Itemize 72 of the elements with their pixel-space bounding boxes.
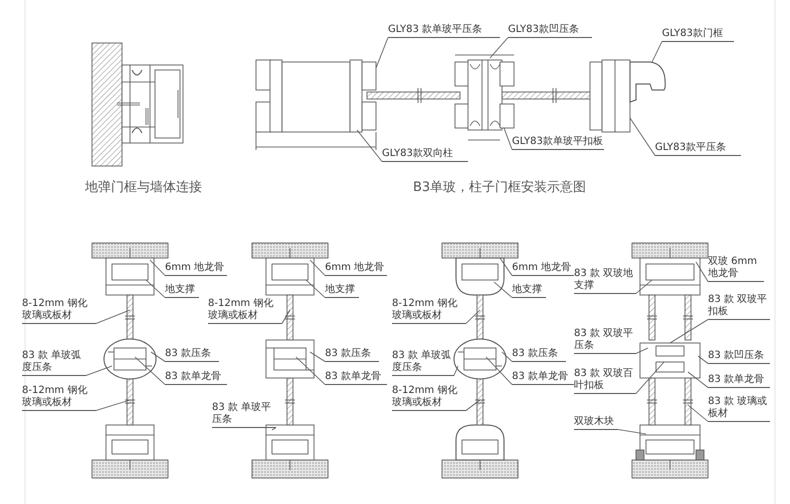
callout-label: 83 款单龙骨 [708, 374, 770, 388]
leader-line [670, 319, 708, 344]
callout-label: 83 款压条 [165, 348, 219, 362]
leader-line [636, 348, 648, 354]
callout-label: GLY83款单玻平扣板 [512, 136, 604, 150]
leader-line [296, 356, 326, 385]
callout-label: 83 款 单玻平压条 [212, 402, 276, 428]
callout-label: 83 款压条 [512, 348, 566, 362]
callout-label: 地支撑 [325, 284, 359, 298]
leader-line [618, 429, 646, 434]
leader-line [272, 427, 276, 430]
leader-line [698, 356, 708, 364]
leader-line [96, 400, 130, 411]
leader-line [486, 356, 512, 385]
leader-line [490, 37, 508, 58]
leader-line [494, 282, 512, 298]
leader-line [500, 258, 512, 276]
leader-line [96, 310, 130, 324]
leader-line [306, 280, 326, 298]
leader-line [466, 310, 480, 324]
leader-line [630, 118, 656, 156]
leader-line [356, 130, 382, 162]
callout-label: 8-12mm 钢化玻璃或板材 [392, 385, 466, 411]
callout-label: 地支撑 [165, 284, 199, 298]
callout-label: 8-12mm 钢化玻璃或板材 [22, 298, 96, 324]
callout-label: GLY83款门框 [662, 28, 734, 42]
leader-line [652, 41, 662, 62]
callout-label: 6mm 地龙骨 [165, 262, 227, 276]
leader-line [504, 128, 512, 150]
callout-label: 双玻木块 [574, 416, 618, 430]
callout-label: 8-12mm 钢化玻璃或板材 [208, 298, 282, 324]
callout-label: 83 款凹压条 [708, 350, 770, 364]
callout-label: 83 款压条 [325, 348, 379, 362]
leader-line [146, 280, 166, 298]
callout-label: 6mm 地龙骨 [325, 262, 387, 276]
callout-label: 83 款 双玻平扣板 [708, 294, 770, 320]
callout-label: GLY83款双向柱 [382, 148, 468, 162]
leader-line [282, 310, 290, 324]
callout-label: 8-12mm 钢化玻璃或板材 [22, 385, 96, 411]
callout-label: 83 款单龙骨 [165, 371, 227, 385]
callout-label: 8-12mm 钢化玻璃或板材 [392, 298, 466, 324]
callout-label: GLY83 款单玻平压条 [388, 24, 500, 38]
leader-line [696, 262, 708, 282]
figure-caption: B3单玻，柱子门框安装示意图 [413, 179, 586, 196]
leader-line [310, 352, 326, 362]
callout-label: 83 款 单玻弧度压条 [392, 350, 454, 376]
callout-label: GLY83款凹压条 [508, 24, 592, 38]
callout-label: 83 款 玻璃或板材 [708, 396, 770, 422]
leader-line [688, 372, 708, 388]
leader-line [134, 356, 166, 385]
callout-label: 83 款 双玻百叶扣板 [574, 368, 636, 394]
callout-label: 地支撑 [512, 284, 546, 298]
leader-line [86, 366, 112, 376]
leader-line [466, 400, 480, 411]
leader-line [376, 37, 388, 68]
callout-label: 83 款 单玻弧度压条 [22, 350, 86, 376]
leader-line [310, 260, 326, 276]
leader-line [636, 362, 664, 394]
leader-line [688, 404, 708, 422]
callout-label: 83 款 双玻地支撑 [574, 268, 636, 294]
leader-line [454, 366, 458, 376]
callout-label: 双玻 6mm 地龙骨 [708, 256, 764, 282]
figure-caption: 地弹门框与墙体连接 [85, 179, 202, 196]
callout-label: GLY83款平压条 [655, 142, 741, 156]
callout-label: 83 款单龙骨 [512, 371, 574, 385]
leader-line [636, 280, 652, 294]
leader-line [150, 260, 166, 276]
callout-label: 83 款单龙骨 [325, 371, 387, 385]
callout-label: 6mm 地龙骨 [512, 262, 574, 276]
callout-label: 83 款 双玻平压条 [574, 328, 636, 354]
leader-line [502, 352, 512, 362]
leader-line [150, 352, 166, 362]
